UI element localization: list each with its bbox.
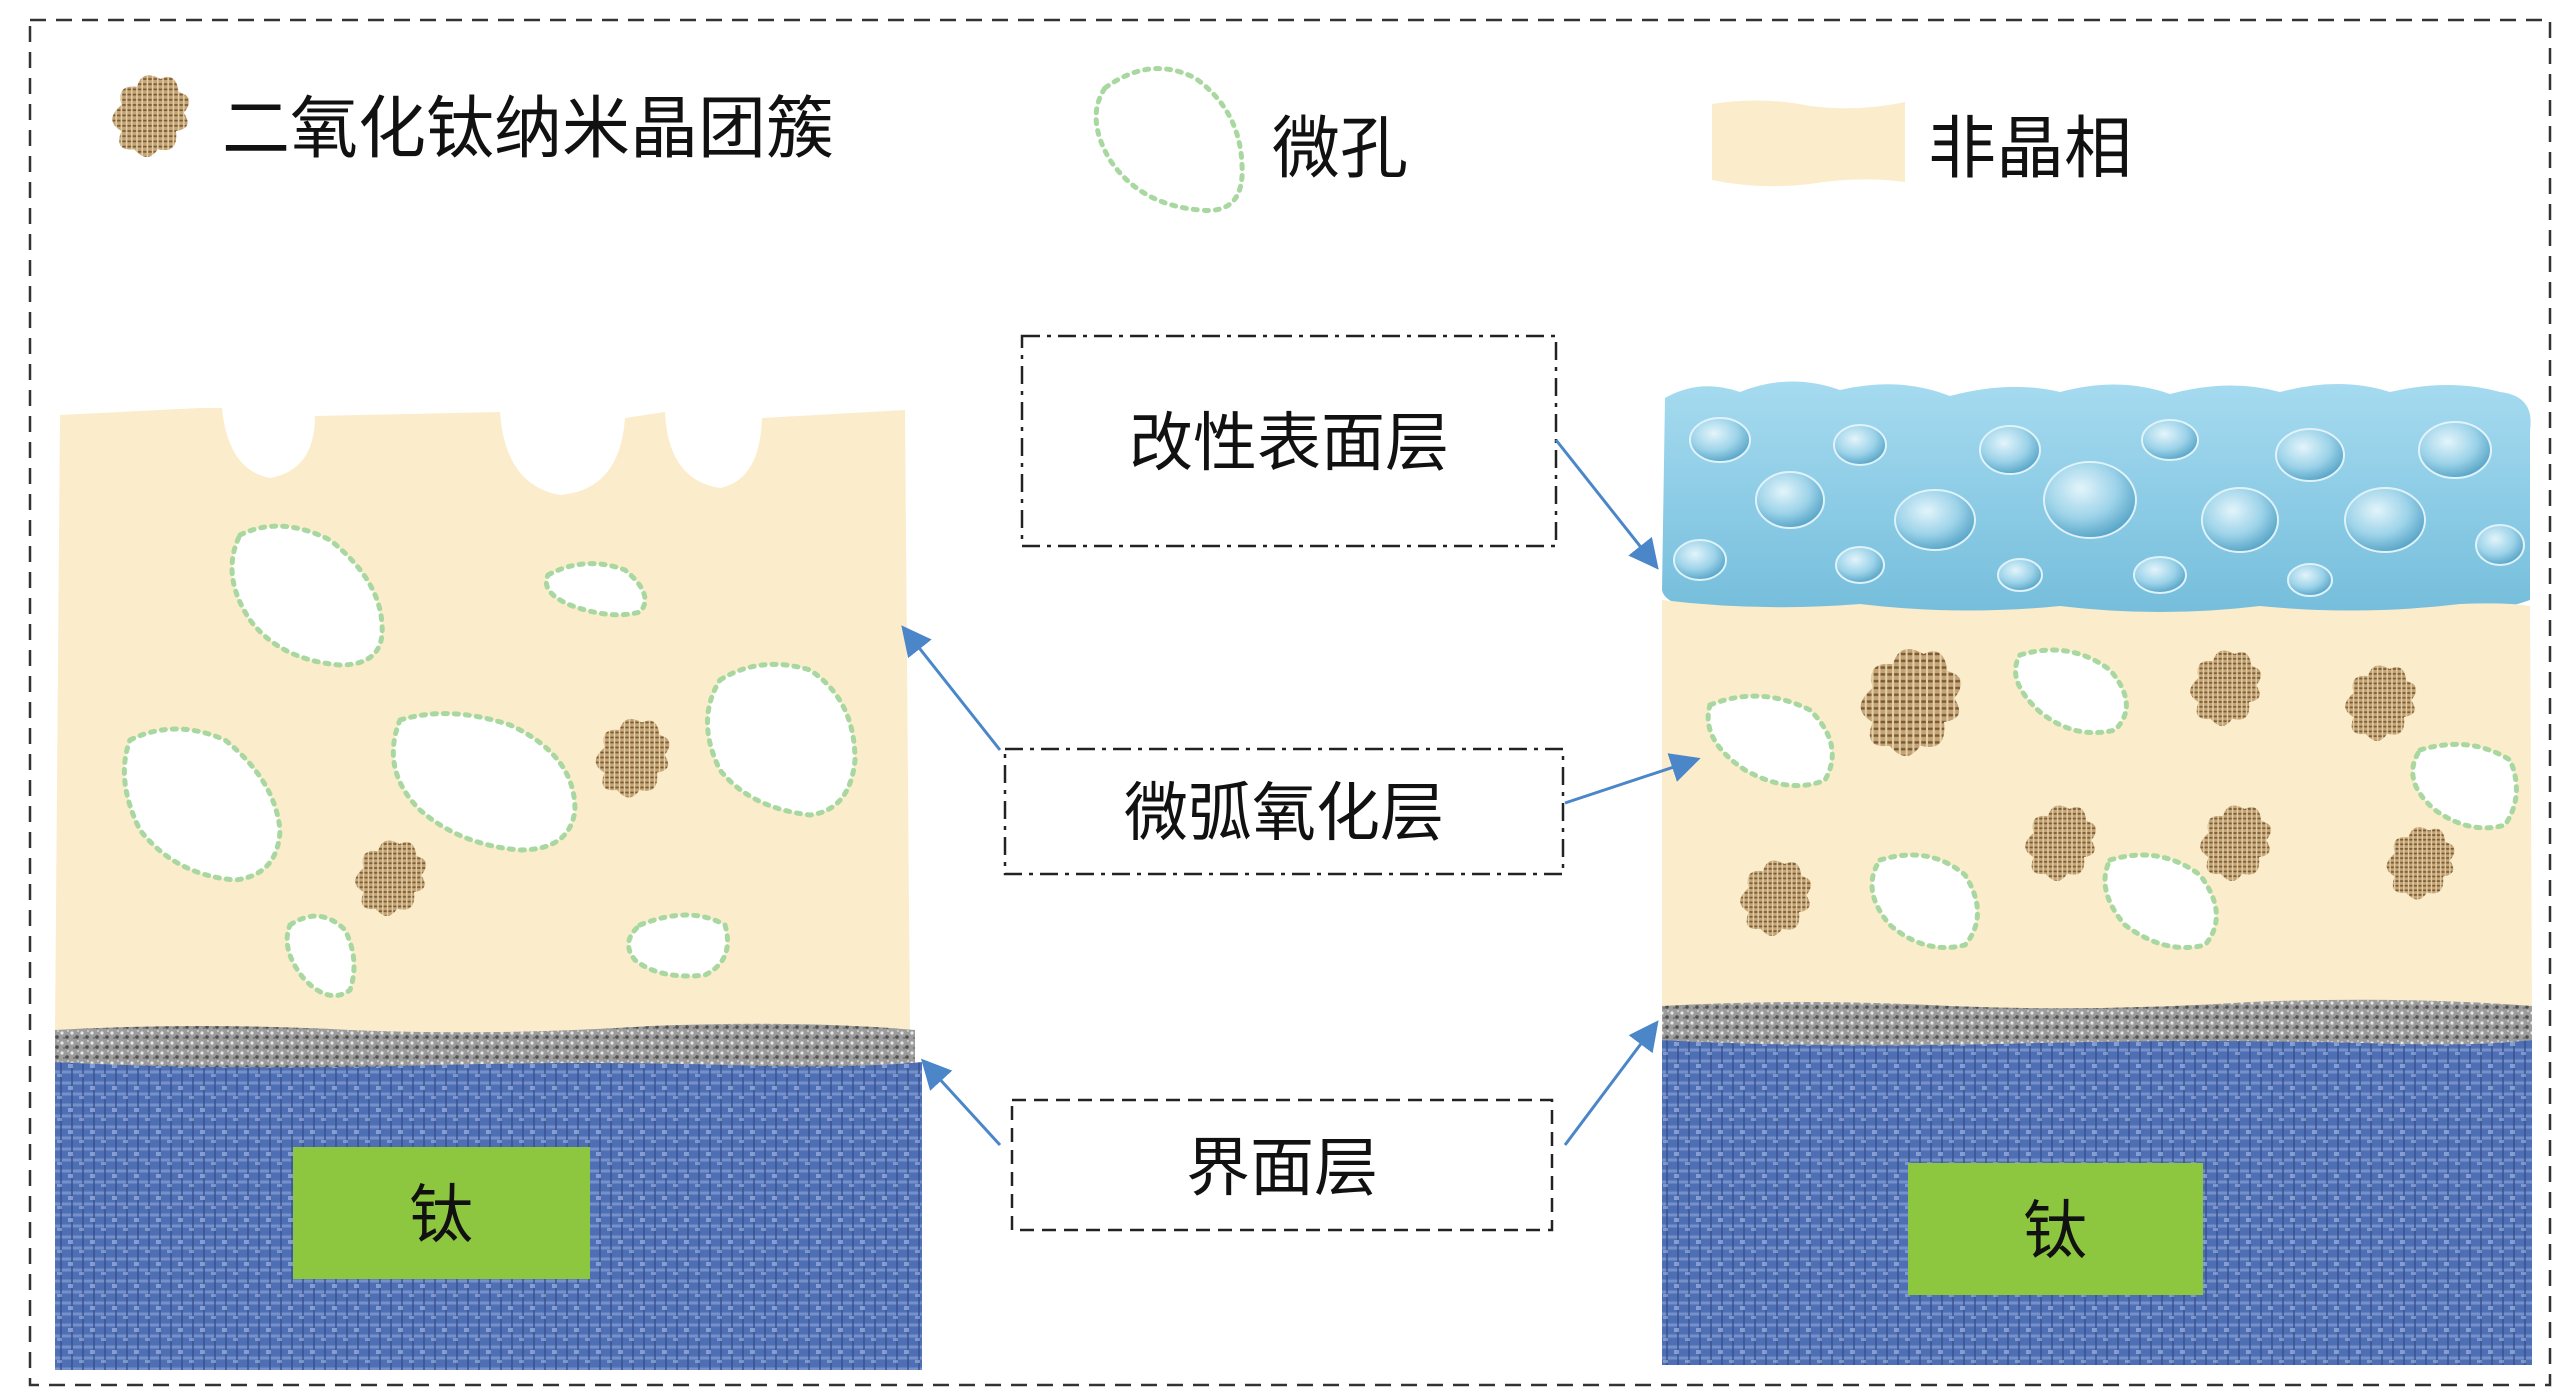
legend-cluster-label: 二氧化钛纳米晶团簇	[222, 90, 834, 169]
legend-cluster-icon	[112, 75, 190, 157]
arrow-mao-to-right	[1564, 753, 1701, 805]
outer-frame	[28, 18, 2552, 1387]
pore	[1869, 852, 1980, 950]
mao-layer-label: 微弧氧化层	[1124, 777, 1444, 851]
interface-layer-box	[1010, 1098, 1554, 1232]
pore	[2013, 647, 2129, 736]
right-surface-droplets	[1673, 417, 2525, 597]
right-interface-layer	[1662, 999, 2532, 1055]
pore	[705, 661, 858, 818]
pore	[229, 523, 385, 668]
legend: 二氧化钛纳米晶团簇 微孔 非晶相	[112, 66, 2132, 213]
modified-surface-box	[1020, 334, 1558, 548]
pore	[390, 711, 578, 853]
legend-amorphous-label: 非晶相	[1928, 110, 2132, 189]
modified-surface-label: 改性表面层	[1129, 407, 1449, 481]
pore	[543, 561, 648, 618]
right-pores	[1705, 647, 2519, 950]
interface-layer-label: 界面层	[1186, 1132, 1378, 1206]
pore	[284, 913, 357, 999]
arrow-modified-to-right	[1554, 439, 1659, 570]
arrow-interface-to-left	[920, 1058, 1002, 1147]
right-titanium-label-box	[1908, 1163, 2203, 1295]
center-labels: 改性表面层 微弧氧化层 界面层	[1003, 334, 1565, 1232]
left-pores	[121, 523, 858, 999]
right-coating: 钛	[1662, 381, 2532, 1365]
pore	[2410, 741, 2519, 831]
pore	[1705, 693, 1835, 789]
arrow-mao-to-left	[901, 625, 1002, 751]
arrow-interface-to-right	[1563, 1020, 1659, 1146]
pore	[2102, 852, 2219, 950]
pore	[121, 726, 283, 883]
left-titanium-label-box	[293, 1147, 590, 1279]
mao-layer-box	[1003, 747, 1565, 876]
legend-pore-icon	[1093, 66, 1245, 213]
legend-pore-label: 微孔	[1272, 110, 1408, 189]
legend-amorphous-icon	[1712, 100, 1905, 187]
arrows	[901, 439, 1701, 1147]
pore	[626, 912, 730, 979]
right-titanium-label: 钛	[2023, 1195, 2087, 1269]
left-titanium-label: 钛	[409, 1179, 473, 1253]
left-coating: 钛	[55, 408, 922, 1370]
